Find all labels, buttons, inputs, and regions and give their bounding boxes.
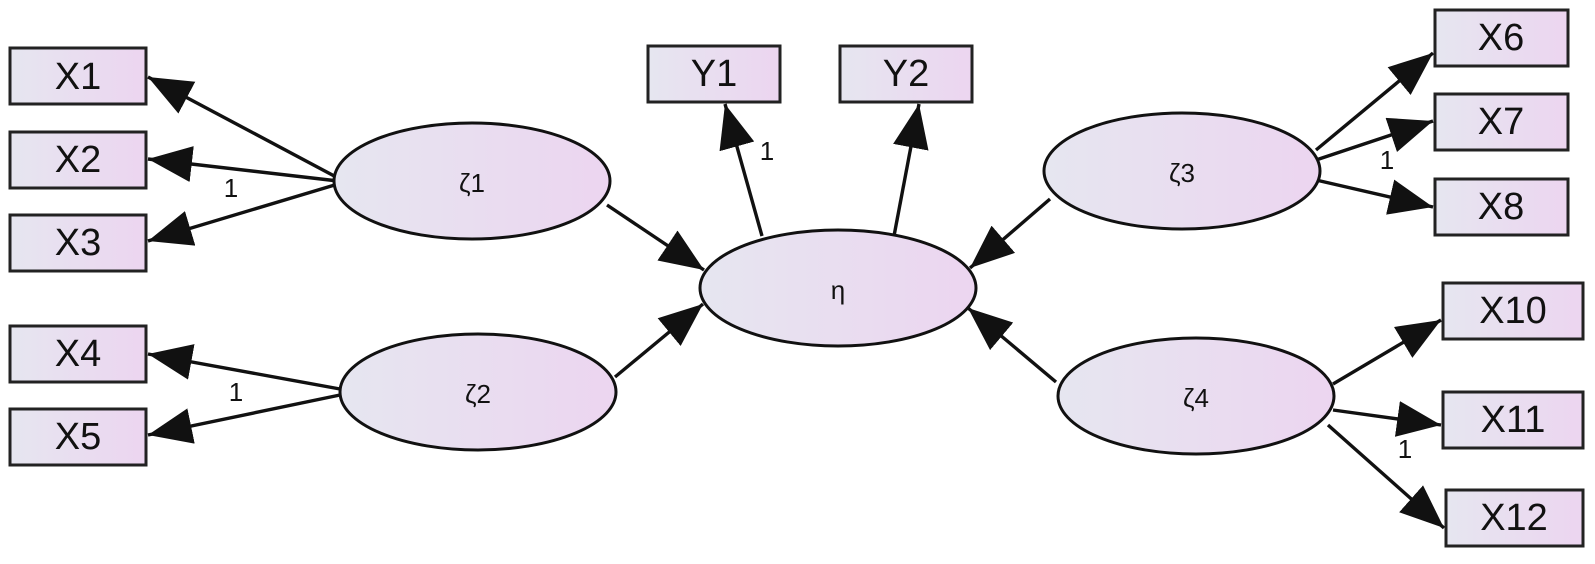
ellipse-zeta4: ζ4 xyxy=(1056,336,1336,456)
edge-zeta2-x4 xyxy=(147,344,341,391)
edge-eta-y2 xyxy=(892,103,929,237)
ellipse-eta: η xyxy=(698,228,978,348)
edge-zeta1-x3 xyxy=(147,182,339,246)
box-x1: X1 xyxy=(8,46,148,106)
box-x3-label: X3 xyxy=(55,222,101,264)
box-y1: Y1 xyxy=(646,44,782,104)
edge-zeta1-x1 xyxy=(147,75,339,180)
ellipse-eta-label: η xyxy=(831,275,845,305)
box-x10-label: X10 xyxy=(1479,290,1547,332)
box-x7: X7 xyxy=(1433,92,1570,152)
box-x1-label: X1 xyxy=(55,56,101,98)
ellipse-zeta3: ζ3 xyxy=(1042,111,1322,231)
weight-eta-y1: 1 xyxy=(760,136,774,166)
box-x3: X3 xyxy=(8,213,148,273)
box-x11: X11 xyxy=(1441,390,1585,450)
ellipse-zeta2: ζ2 xyxy=(338,332,618,452)
edge-zeta4-eta xyxy=(966,306,1058,384)
edge-zeta3-eta xyxy=(968,197,1052,270)
observed-variables: X1 X2 X3 X4 X5 Y1 Y2 X6 xyxy=(8,8,1585,548)
ellipse-zeta2-label: ζ2 xyxy=(465,379,491,409)
edge-zeta4-x10 xyxy=(1332,318,1442,386)
box-y2-label: Y2 xyxy=(883,53,929,95)
box-y2: Y2 xyxy=(838,44,974,104)
edges xyxy=(147,51,1446,530)
box-x6: X6 xyxy=(1433,8,1570,68)
box-x12: X12 xyxy=(1444,488,1585,548)
box-x2: X2 xyxy=(8,130,148,190)
ellipse-zeta3-label: ζ3 xyxy=(1169,158,1195,188)
edge-zeta2-x5 xyxy=(147,393,341,444)
weight-zeta1-x2: 1 xyxy=(224,173,238,203)
box-x4-label: X4 xyxy=(55,333,101,375)
edge-zeta3-x8 xyxy=(1315,178,1434,215)
box-x7-label: X7 xyxy=(1478,101,1524,143)
edge-zeta1-x2 xyxy=(147,146,339,183)
edge-zeta2-eta xyxy=(613,302,705,379)
box-x12-label: X12 xyxy=(1480,497,1548,539)
box-y1-label: Y1 xyxy=(691,53,737,95)
box-x4: X4 xyxy=(8,324,148,384)
box-x5: X5 xyxy=(8,407,148,467)
ellipse-zeta1: ζ1 xyxy=(332,121,612,241)
box-x6-label: X6 xyxy=(1478,17,1524,59)
edge-zeta4-x11 xyxy=(1332,401,1442,437)
edge-zeta1-eta xyxy=(606,203,705,272)
latent-variables: ζ1 ζ2 η ζ3 ζ4 xyxy=(332,111,1336,456)
weight-zeta3-x7: 1 xyxy=(1380,145,1394,175)
ellipse-zeta1-label: ζ1 xyxy=(459,168,485,198)
box-x11-label: X11 xyxy=(1481,399,1546,441)
edge-zeta4-x12 xyxy=(1326,423,1446,530)
edge-zeta3-x7 xyxy=(1315,117,1434,162)
weight-zeta2-x4: 1 xyxy=(229,377,243,407)
box-x2-label: X2 xyxy=(55,139,101,181)
box-x8-label: X8 xyxy=(1478,186,1524,228)
box-x5-label: X5 xyxy=(55,416,101,458)
edge-eta-y1 xyxy=(719,103,764,237)
box-x8: X8 xyxy=(1433,177,1570,237)
weight-labels: 1 1 1 1 1 xyxy=(224,136,1412,464)
ellipse-zeta4-label: ζ4 xyxy=(1183,383,1209,413)
edge-zeta3-x6 xyxy=(1314,51,1435,152)
box-x10: X10 xyxy=(1441,281,1585,341)
weight-zeta4-x11: 1 xyxy=(1398,434,1412,464)
